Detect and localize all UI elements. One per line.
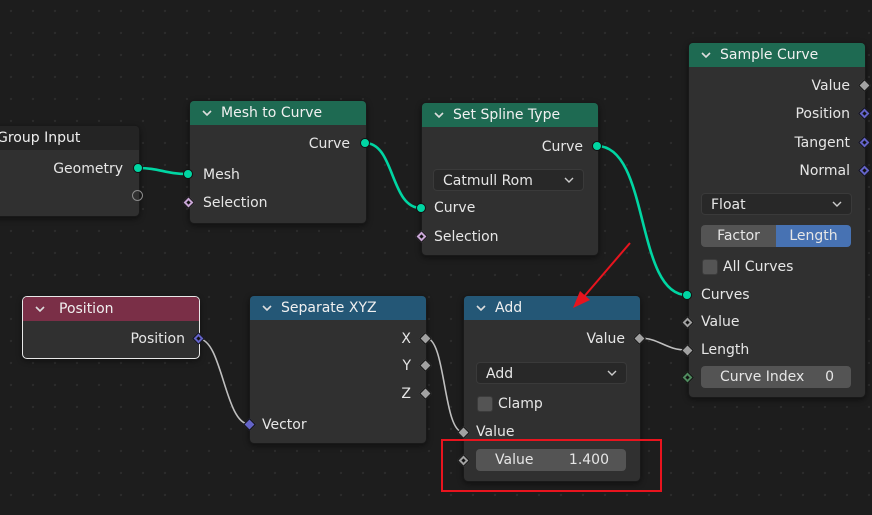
- sample-curves-input-socket[interactable]: [682, 290, 692, 300]
- group-input-title: Group Input: [0, 130, 81, 146]
- x-output-label: X: [401, 331, 411, 347]
- spline-type-value: Catmull Rom: [443, 173, 533, 189]
- link-position-to-vector: [198, 338, 250, 425]
- set-spline-curve-output-socket[interactable]: [592, 141, 602, 151]
- set-spline-type-title: Set Spline Type: [453, 107, 561, 123]
- curve-index-field[interactable]: Curve Index 0: [701, 366, 851, 388]
- set-spline-curve-input-socket[interactable]: [416, 203, 426, 213]
- mesh-to-curve-title: Mesh to Curve: [221, 105, 323, 121]
- normal-output-label: Normal: [799, 163, 850, 179]
- link-x-to-add-value: [425, 337, 464, 433]
- value-output-label: Value: [811, 78, 850, 94]
- chevron-down-icon: [832, 201, 842, 207]
- add-value-output-label: Value: [586, 331, 625, 347]
- set-spline-type-node[interactable]: Set Spline Type Curve Catmull Rom Curve …: [421, 102, 599, 256]
- separate-xyz-title: Separate XYZ: [281, 300, 377, 316]
- data-type-dropdown[interactable]: Float: [701, 193, 852, 215]
- add-value-input-label: Value: [476, 424, 515, 440]
- empty-output-socket[interactable]: [132, 190, 143, 201]
- position-node[interactable]: Position Position: [22, 296, 200, 359]
- z-output-label: Z: [401, 386, 411, 402]
- chevron-down-icon[interactable]: [699, 48, 713, 62]
- group-input-node[interactable]: Group Input Geometry: [0, 125, 140, 217]
- chevron-down-icon[interactable]: [260, 301, 274, 315]
- chevron-down-icon: [564, 177, 574, 183]
- selection-input-label: Selection: [203, 195, 268, 211]
- mode-length-button[interactable]: Length: [776, 225, 851, 247]
- clamp-label: Clamp: [498, 396, 543, 412]
- add-header[interactable]: Add: [464, 296, 640, 320]
- set-spline-type-header[interactable]: Set Spline Type: [422, 103, 598, 127]
- operation-value: Add: [486, 366, 514, 382]
- mode-factor-button[interactable]: Factor: [701, 225, 776, 247]
- vector-input-label: Vector: [262, 417, 307, 433]
- position-title: Position: [59, 301, 114, 317]
- mesh-to-curve-node[interactable]: Mesh to Curve Curve Mesh Selection: [189, 100, 367, 224]
- position-output-label: Position: [795, 106, 850, 122]
- set-spline-curve-input-label: Curve: [434, 200, 476, 216]
- add-second-value-number: 1.400: [568, 452, 609, 468]
- mesh-input-socket[interactable]: [183, 169, 193, 179]
- sample-curve-node[interactable]: Sample Curve Value Position Tangent Norm…: [688, 42, 866, 398]
- mesh-to-curve-header[interactable]: Mesh to Curve: [190, 101, 366, 125]
- chevron-down-icon[interactable]: [200, 106, 214, 120]
- link-curve-to-set-spline-curve: [363, 141, 423, 210]
- geometry-output-socket[interactable]: [133, 163, 143, 173]
- link-curve-to-sample-curves: [595, 144, 689, 297]
- clamp-checkbox[interactable]: [477, 396, 493, 412]
- link-geometry-to-mesh: [136, 166, 190, 176]
- group-input-header[interactable]: Group Input: [0, 126, 139, 150]
- separate-xyz-node[interactable]: Separate XYZ X Y Z Vector: [249, 295, 427, 444]
- chevron-down-icon[interactable]: [33, 302, 47, 316]
- tangent-output-label: Tangent: [794, 135, 850, 151]
- chevron-down-icon: [607, 370, 617, 376]
- chevron-down-icon[interactable]: [474, 301, 488, 315]
- spline-type-dropdown[interactable]: Catmull Rom: [433, 169, 584, 191]
- data-type-value: Float: [711, 197, 746, 213]
- link-add-value-to-length: [638, 337, 688, 351]
- all-curves-checkbox[interactable]: [702, 259, 718, 275]
- separate-xyz-header[interactable]: Separate XYZ: [250, 296, 426, 320]
- position-header[interactable]: Position: [23, 297, 199, 321]
- set-spline-curve-output-label: Curve: [541, 139, 583, 155]
- mesh-to-curve-curve-output-socket[interactable]: [360, 138, 370, 148]
- y-output-label: Y: [402, 358, 411, 374]
- sample-curve-header[interactable]: Sample Curve: [689, 43, 865, 67]
- add-node[interactable]: Add Value Add Clamp Value Value 1.400: [463, 295, 641, 482]
- value-input-label: Value: [701, 314, 740, 330]
- curves-input-label: Curves: [701, 287, 750, 303]
- curve-index-value: 0: [825, 369, 834, 385]
- length-input-label: Length: [701, 342, 750, 358]
- add-second-value-label: Value: [495, 452, 534, 468]
- operation-dropdown[interactable]: Add: [476, 362, 627, 384]
- add-second-value-field[interactable]: Value 1.400: [476, 449, 626, 471]
- position-output-label: Position: [130, 331, 185, 347]
- mesh-input-label: Mesh: [203, 167, 240, 183]
- add-title: Add: [495, 300, 523, 316]
- sample-curve-title: Sample Curve: [720, 47, 819, 63]
- geometry-output-label: Geometry: [53, 161, 123, 177]
- all-curves-label: All Curves: [723, 259, 794, 275]
- curve-index-label: Curve Index: [720, 369, 805, 385]
- curve-output-label: Curve: [308, 136, 350, 152]
- chevron-down-icon[interactable]: [432, 108, 446, 122]
- set-spline-selection-input-label: Selection: [434, 229, 499, 245]
